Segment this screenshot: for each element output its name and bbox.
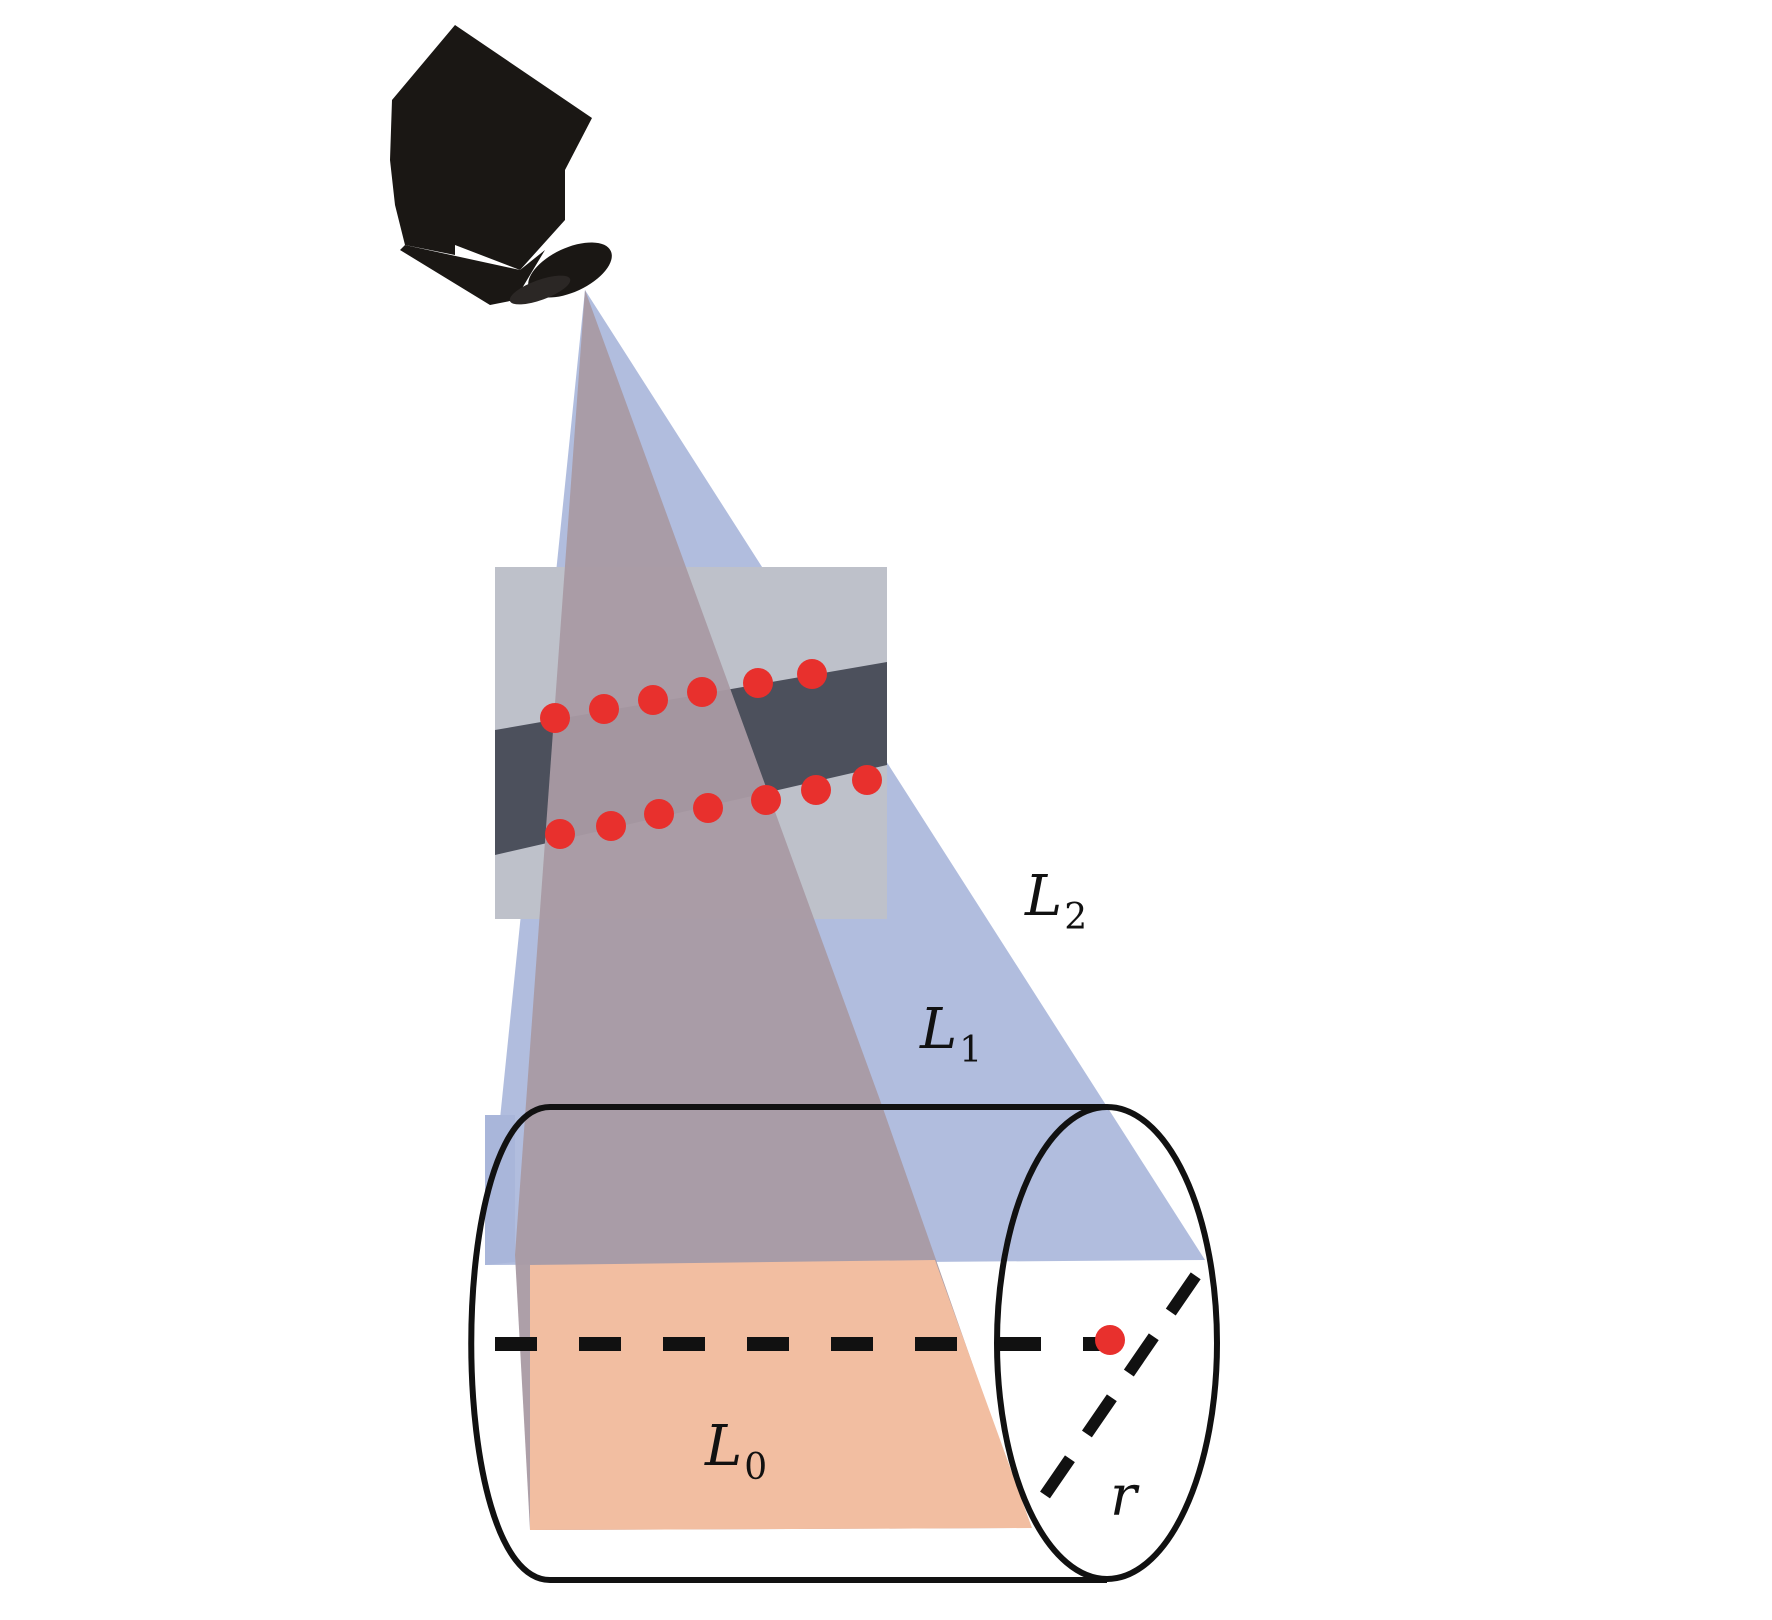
inner-light-beam xyxy=(515,290,1030,1530)
cylinder-right-end xyxy=(994,1104,1220,1582)
center-dot xyxy=(1095,1325,1125,1355)
radius-line xyxy=(1040,1251,1215,1499)
marker-dot xyxy=(751,785,781,815)
beam-on-cylinder-top xyxy=(485,1115,515,1265)
label-l1-sub: 1 xyxy=(959,1030,982,1071)
marker-dot xyxy=(644,799,674,829)
marker-dot xyxy=(545,819,575,849)
marker-dot xyxy=(693,793,723,823)
marker-dot xyxy=(743,668,773,698)
label-radius: r xyxy=(1110,1464,1140,1529)
marker-dot xyxy=(589,694,619,724)
camera-icon xyxy=(390,25,612,305)
label-l2: L2 xyxy=(1024,864,1087,938)
cylinder xyxy=(468,1104,1220,1583)
label-l2-sub: 2 xyxy=(1064,897,1087,938)
marker-dot xyxy=(540,703,570,733)
marker-dot xyxy=(852,765,882,795)
marker-dots xyxy=(540,659,882,849)
label-l0-sub: 0 xyxy=(744,1447,767,1488)
marker-dot xyxy=(596,811,626,841)
marker-dot xyxy=(801,775,831,805)
marker-dot xyxy=(797,659,827,689)
illuminated-patch xyxy=(530,1260,1032,1530)
marker-dot xyxy=(638,685,668,715)
label-l1: L1 xyxy=(919,997,982,1071)
label-l0: L0 xyxy=(704,1414,767,1488)
marker-dot xyxy=(687,677,717,707)
cylinder-left-end xyxy=(468,1104,551,1583)
